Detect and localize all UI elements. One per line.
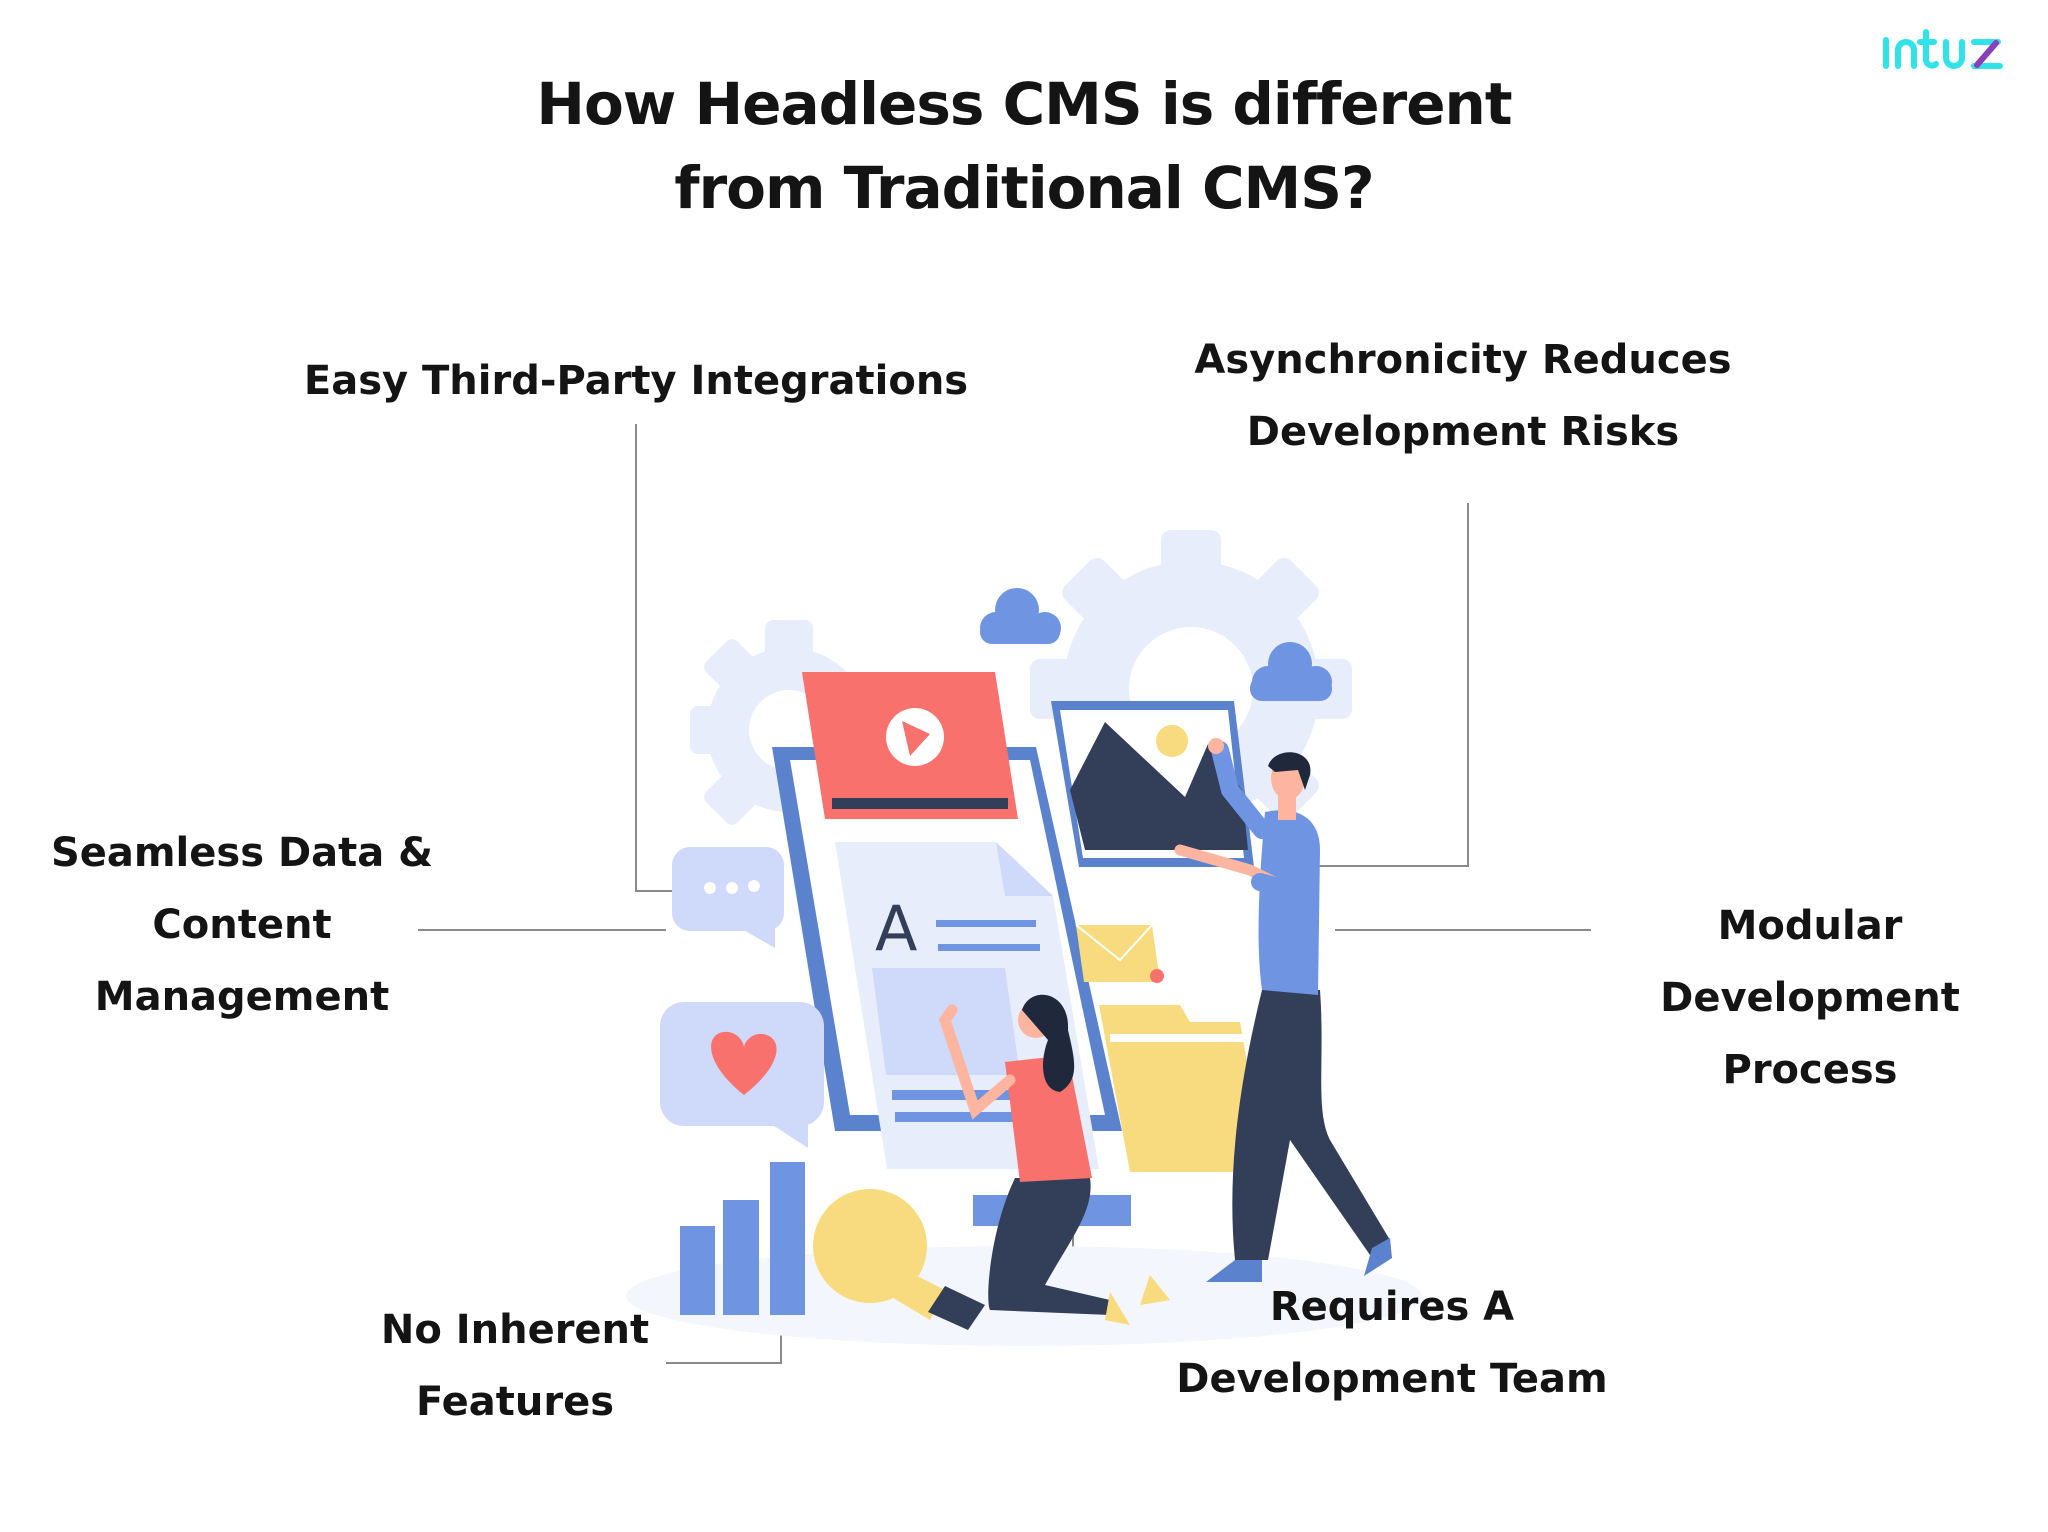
label-line: Features	[415, 1379, 615, 1425]
heart-icon	[711, 1031, 777, 1095]
label-modular-development: Modular Development Process	[1660, 890, 1960, 1106]
connector-asynchronicity	[1315, 503, 1469, 867]
cloud-icon	[980, 588, 1061, 644]
chat-bubble-heart-icon	[660, 1002, 824, 1148]
bar-chart-icon	[680, 1162, 805, 1315]
label-line: Development Risks	[1246, 409, 1680, 455]
label-line: No Inherent	[380, 1307, 650, 1353]
title-line-1: How Headless CMS is different	[536, 70, 1512, 138]
label-line: Content	[152, 902, 332, 948]
label-seamless-data: Seamless Data & Content Management	[51, 817, 433, 1033]
lightbulb-icon	[813, 1189, 985, 1330]
page-title: How Headless CMS is different from Tradi…	[0, 62, 2048, 230]
cloud-icon	[1250, 642, 1332, 701]
label-line: Process	[1722, 1047, 1898, 1093]
man-figure	[1174, 738, 1392, 1282]
image-card	[1051, 701, 1254, 867]
woman-figure	[938, 994, 1170, 1325]
label-line: Asynchronicity Reduces	[1194, 337, 1732, 383]
label-no-inherent-features: No Inherent Features	[381, 1294, 649, 1438]
label-line: Requires A	[1269, 1284, 1515, 1330]
video-card	[802, 672, 1018, 819]
intuz-logo	[1880, 26, 2010, 80]
folder-icon	[1099, 1005, 1266, 1172]
envelope-icon	[1075, 924, 1164, 983]
label-line: Management	[94, 974, 390, 1020]
label-line: Development Team	[1176, 1356, 1608, 1402]
label-asynchronicity: Asynchronicity Reduces Development Risks	[1194, 324, 1731, 468]
label-line: Development	[1660, 975, 1960, 1021]
title-line-2: from Traditional CMS?	[674, 154, 1374, 222]
label-line: Modular	[1717, 903, 1903, 949]
letter-a-icon: A	[875, 892, 917, 965]
label-line: Easy Third-Party Integrations	[303, 358, 969, 404]
label-requires-development-team: Requires A Development Team	[1176, 1271, 1607, 1415]
label-line: Seamless Data &	[50, 830, 434, 876]
label-easy-third-party-integrations: Easy Third-Party Integrations	[304, 345, 968, 417]
chat-bubble-dots-icon	[672, 847, 784, 948]
